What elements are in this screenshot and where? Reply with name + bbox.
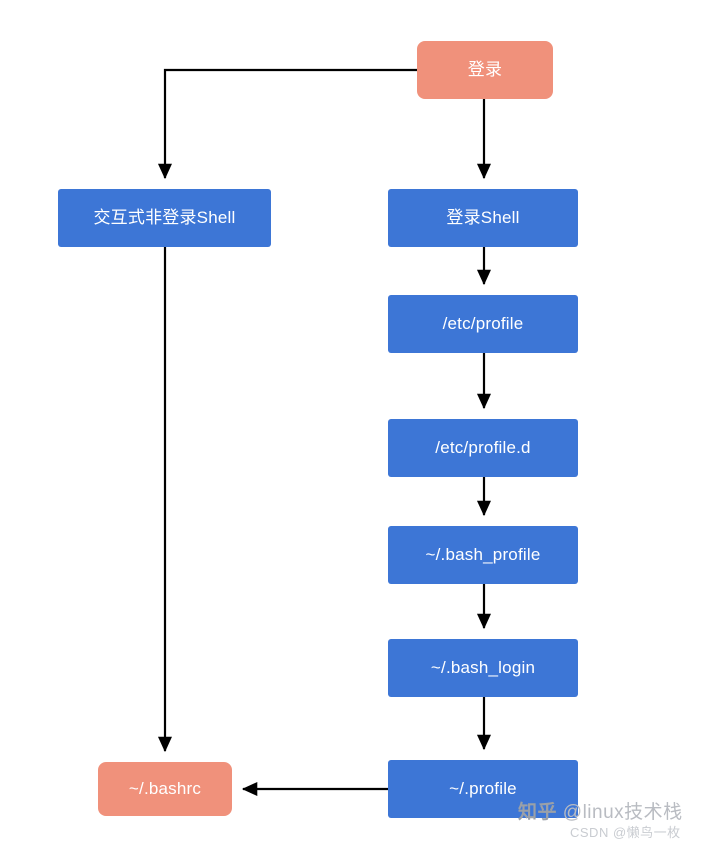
node-bash-login[interactable]: ~/.bash_login	[388, 639, 578, 697]
node-login-shell[interactable]: 登录Shell	[388, 189, 578, 247]
node-bashrc[interactable]: ~/.bashrc	[98, 762, 232, 816]
node-etc-profile[interactable]: /etc/profile	[388, 295, 578, 353]
node-profile[interactable]: ~/.profile	[388, 760, 578, 818]
zhihu-handle-text: @linux技术栈	[562, 802, 683, 823]
node-etc-profile-d[interactable]: /etc/profile.d	[388, 419, 578, 477]
node-login[interactable]: 登录	[417, 41, 553, 99]
watermark-csdn: CSDN @懒鸟一枚	[570, 825, 681, 840]
edge-login-to-noninteractive	[157, 68, 417, 180]
watermark-zhihu: 知乎 @linux技术栈	[518, 797, 683, 824]
zhihu-logo-text: 知乎	[518, 802, 558, 823]
node-interactive-non-login-shell[interactable]: 交互式非登录Shell	[58, 189, 271, 247]
node-bash-profile[interactable]: ~/.bash_profile	[388, 526, 578, 584]
